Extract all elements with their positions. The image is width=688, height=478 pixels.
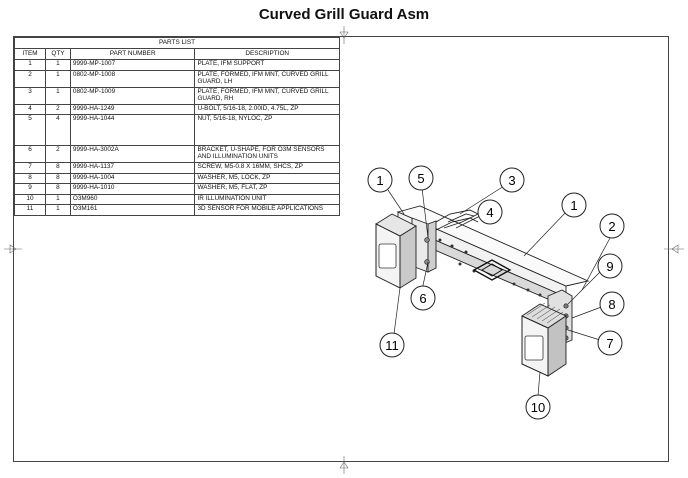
balloon-item-10: 10 <box>525 394 551 420</box>
balloon-item-1-right: 1 <box>561 192 587 218</box>
description-cell: WASHER, M5, FLAT, ZP <box>194 183 340 195</box>
description-cell: IR ILLUMINATION UNIT <box>194 193 340 205</box>
description-cell: SCREW, M5-0.8 X 16MM, SHCS, ZP <box>194 162 340 174</box>
description-cell: BRACKET, U-SHAPE, FOR O3M SENSORS AND IL… <box>194 145 340 163</box>
qty-cell: 8 <box>44 172 71 184</box>
balloon-label: 7 <box>606 336 613 351</box>
balloon-item-8: 8 <box>599 291 625 317</box>
balloon-label: 2 <box>608 219 615 234</box>
column-header-qty: QTY <box>44 48 71 60</box>
balloon-label: 4 <box>486 205 493 220</box>
description-cell: PLATE, FORMED, IFM MNT, CURVED GRILL GUA… <box>194 69 340 88</box>
plate-logo-emblem <box>472 259 512 281</box>
table-row: 11 1 O3M161 3D SENSOR FOR MOBILE APPLICA… <box>14 204 340 216</box>
item-cell: 6 <box>14 145 46 163</box>
table-row: 3 1 0802-MP-1009 PLATE, FORMED, IFM MNT,… <box>14 86 340 105</box>
center-marker-top <box>339 26 349 44</box>
balloon-item-3: 3 <box>499 167 525 193</box>
drawing-title: Curved Grill Guard Asm <box>258 6 430 23</box>
frame-center-markers <box>4 26 684 474</box>
balloon-item-6: 6 <box>410 285 436 311</box>
3d-sensor-left <box>375 213 417 289</box>
balloon-label: 5 <box>417 171 424 186</box>
qty-cell: 4 <box>44 114 71 146</box>
balloon-item-4: 4 <box>477 199 503 225</box>
balloon-label: 1 <box>376 173 383 188</box>
callout-balloons: 1 5 3 4 1 2 9 8 <box>367 165 625 420</box>
balloon-item-7: 7 <box>597 330 623 356</box>
table-row: 9 8 9999-HA-1010 WASHER, M5, FLAT, ZP <box>14 183 340 195</box>
table-row: 5 4 9999-HA-1044 NUT, 5/16-18, NYLOC, ZP <box>14 114 340 146</box>
balloon-item-5: 5 <box>408 165 434 191</box>
balloon-label: 11 <box>385 338 399 353</box>
parts-list-table: PARTS LIST ITEM QTY PART NUMBER DESCRIPT… <box>14 37 340 216</box>
qty-cell: 1 <box>44 193 71 205</box>
description-cell: PLATE, FORMED, IFM MNT, CURVED GRILL GUA… <box>194 86 340 105</box>
center-marker-bottom <box>339 456 349 474</box>
qty-cell: 8 <box>44 183 71 195</box>
balloon-label: 3 <box>508 173 515 188</box>
ir-illumination-unit <box>521 302 567 377</box>
part-number-cell: 0802-MP-1009 <box>69 86 196 105</box>
table-row: 10 1 O3M960 IR ILLUMINATION UNIT <box>14 193 340 205</box>
table-row: 6 2 9999-HA-3002A BRACKET, U-SHAPE, FOR … <box>14 145 340 163</box>
balloon-item-1-left: 1 <box>367 167 393 193</box>
parts-list-header-row: ITEM QTY PART NUMBER DESCRIPTION <box>14 48 340 60</box>
item-cell: 5 <box>14 114 46 146</box>
table-row: 2 1 0802-MP-1008 PLATE, FORMED, IFM MNT,… <box>14 69 340 88</box>
qty-cell: 2 <box>44 145 71 163</box>
balloon-label: 1 <box>570 198 577 213</box>
leader-lines <box>387 185 611 397</box>
balloon-label: 10 <box>531 400 545 415</box>
qty-cell: 1 <box>44 86 71 105</box>
u-bolts <box>435 209 480 231</box>
column-header-description: DESCRIPTION <box>194 48 340 60</box>
center-marker-left <box>4 244 22 254</box>
qty-cell: 8 <box>44 162 71 174</box>
balloon-label: 8 <box>608 297 615 312</box>
description-cell: 3D SENSOR FOR MOBILE APPLICATIONS <box>194 204 340 216</box>
balloon-item-11: 11 <box>379 332 405 358</box>
description-cell: WASHER, M5, LOCK, ZP <box>194 172 340 184</box>
qty-cell: 1 <box>44 204 71 216</box>
table-row: 8 8 9999-HA-1004 WASHER, M5, LOCK, ZP <box>14 172 340 184</box>
balloon-label: 6 <box>419 291 426 306</box>
table-row: 7 8 9999-HA-1137 SCREW, M5-0.8 X 16MM, S… <box>14 162 340 174</box>
description-cell: NUT, 5/16-18, NYLOC, ZP <box>194 114 340 146</box>
balloon-label: 9 <box>606 259 613 274</box>
center-marker-right <box>664 244 684 254</box>
balloon-item-2: 2 <box>599 213 625 239</box>
balloon-item-9: 9 <box>597 253 623 279</box>
